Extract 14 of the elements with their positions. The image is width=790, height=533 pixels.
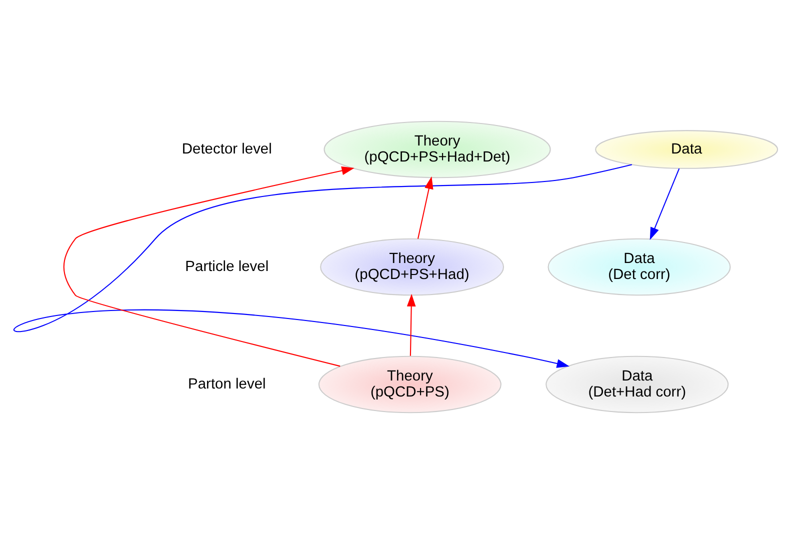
label: Detector level (181, 140, 272, 157)
arrow (406, 293, 416, 356)
label: Particle level (184, 258, 268, 274)
node-ellipse: Data (Det+Had corr) (545, 355, 728, 413)
node-ellipse: Data (594, 130, 778, 168)
node-ellipse: Data (Det corr) (547, 238, 730, 296)
node-ellipse: Theory (pQCD+PS+Had+Det) (323, 120, 550, 178)
arrow (14, 164, 632, 368)
arrow (63, 166, 354, 366)
node-ellipse: Theory (pQCD+PS) (318, 355, 501, 413)
node-ellipse: Theory (pQCD+PS+Had) (320, 238, 504, 296)
label: Parton level (188, 376, 266, 392)
arrow (649, 168, 680, 240)
arrow (416, 176, 433, 238)
